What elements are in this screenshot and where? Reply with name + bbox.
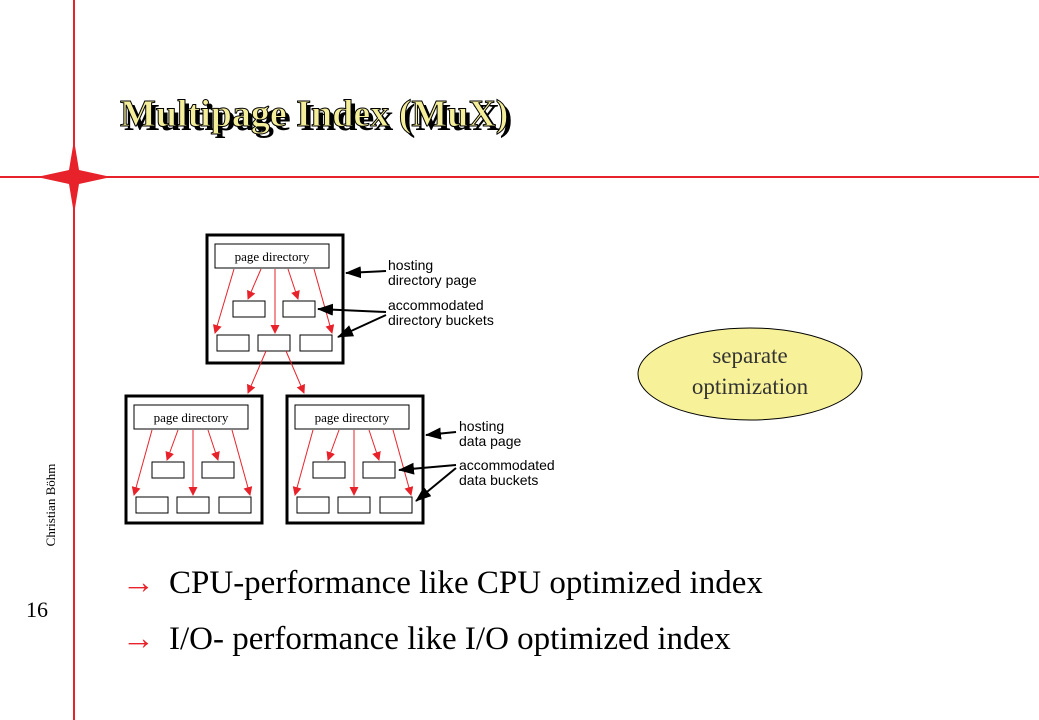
box-label: page directory bbox=[235, 249, 310, 264]
annotation-directory-page: directory page bbox=[388, 272, 477, 288]
red-arrows bbox=[131, 429, 253, 496]
ellipse-shape bbox=[637, 327, 863, 421]
page-title-shadow: Multipage Index (MuX) bbox=[124, 97, 513, 139]
red-arrows bbox=[292, 429, 414, 496]
data-page-right: page directory bbox=[285, 394, 425, 525]
directory-page: page directory bbox=[205, 233, 345, 394]
red-arrows bbox=[212, 268, 335, 394]
right-arrow-icon: → bbox=[122, 621, 155, 657]
annotation-directory-buckets: directory buckets bbox=[388, 312, 494, 328]
author-text: Christian Böhm bbox=[43, 463, 58, 547]
bullet-text: CPU-performance like CPU optimized index bbox=[169, 565, 763, 601]
bullet-item: → CPU-performance like CPU optimized inde… bbox=[122, 555, 763, 611]
box-label: page directory bbox=[154, 410, 229, 425]
page-title-text: Multipage Index (MuX) bbox=[119, 93, 509, 136]
annotation-data-page: data page bbox=[459, 433, 521, 449]
bullet-item: → I/O- performance like I/O optimized ind… bbox=[122, 611, 763, 667]
annotation-hosting: hosting bbox=[459, 418, 504, 434]
author-label: Christian Böhm bbox=[41, 440, 61, 570]
data-page-left: page directory bbox=[124, 394, 264, 525]
bullet-list: → CPU-performance like CPU optimized inde… bbox=[122, 555, 763, 667]
callout-line-2: optimization bbox=[691, 374, 809, 399]
annotation-data-buckets: data buckets bbox=[459, 472, 538, 488]
callout-ellipse: separate optimization bbox=[636, 326, 864, 422]
mux-diagram: page directory page directory bbox=[124, 233, 555, 525]
right-arrow-icon: → bbox=[122, 565, 155, 601]
callout-text: separate optimization bbox=[636, 340, 864, 402]
vertical-rule bbox=[73, 0, 75, 720]
callout-line-1: separate bbox=[712, 343, 788, 368]
bullet-text: I/O- performance like I/O optimized inde… bbox=[169, 621, 731, 657]
annotation-accommodated: accommodated bbox=[459, 457, 555, 473]
star-icon bbox=[37, 140, 111, 214]
page-number: 16 bbox=[26, 597, 48, 622]
box-label: page directory bbox=[315, 410, 390, 425]
horizontal-rule bbox=[0, 176, 1039, 178]
annotation-arrows bbox=[317, 266, 457, 502]
annotation-accommodated: accommodated bbox=[388, 297, 484, 313]
annotations: hosting directory page accommodated dire… bbox=[388, 257, 555, 488]
annotation-hosting: hosting bbox=[388, 257, 433, 273]
